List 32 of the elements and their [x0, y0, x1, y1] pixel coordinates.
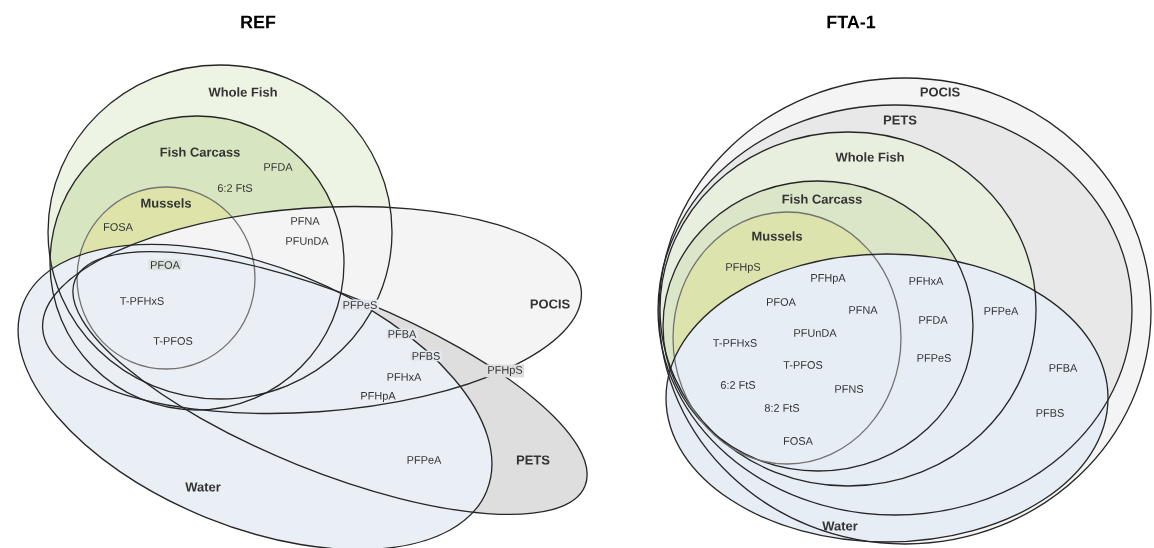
compound-label: PFPeS [341, 299, 379, 311]
compound-label: PFDA [919, 316, 948, 324]
compound-label: PFNS [835, 385, 864, 393]
compound-label: 8:2 FtS [764, 404, 800, 412]
compound-label: PFBS [410, 350, 442, 362]
compound-label: PFUnDA [286, 237, 329, 245]
compound-label: PFPeS [917, 354, 951, 362]
compound-label: T-PFHxS [120, 297, 164, 305]
compound-label: PFHpA [811, 274, 846, 284]
compound-label: PFOA [148, 259, 182, 271]
compound-label: PFOA [767, 298, 796, 306]
panel-title: FTA-1 [827, 15, 876, 29]
panel-title: REF [241, 15, 276, 29]
compound-label: PFNA [849, 306, 878, 314]
compound-label: PFPeA [407, 456, 442, 464]
compound-label: PFDA [264, 163, 293, 171]
compound-label: FOSA [784, 437, 813, 445]
compound-label: PFPeA [984, 307, 1019, 315]
compound-label: T-PFHxS [713, 339, 757, 347]
compound-label: PFBS [1036, 409, 1064, 417]
compound-label: T-PFOS [783, 361, 823, 369]
compound-label: 6:2 FtS [720, 381, 756, 389]
compound-label: PFBA [1049, 364, 1078, 372]
compound-label: PFHxA [909, 277, 944, 285]
compound-label: T-PFOS [153, 337, 193, 345]
compound-label: PFHpA [361, 392, 396, 402]
compound-label: 6:2 FtS [217, 184, 253, 192]
compound-label: PFUnDA [794, 329, 837, 337]
compound-label: FOSA [104, 223, 133, 231]
compound-label: PFHpS [726, 263, 761, 273]
compound-label: PFBA [386, 328, 418, 340]
compound-label: PFNA [291, 217, 320, 225]
